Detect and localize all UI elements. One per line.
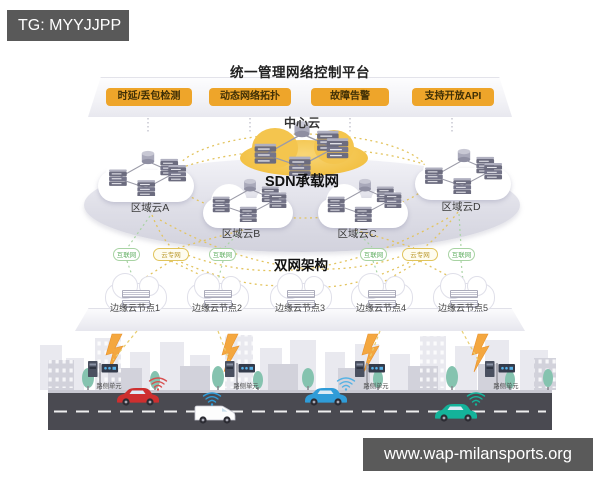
feature-chip-topology: 动态网络拓扑 <box>209 88 291 106</box>
feature-chip-alarm: 故障告警 <box>311 88 389 106</box>
sdn-network-label: SDN承载网 <box>264 174 340 190</box>
regional-cloud-a-label: 区域云A <box>130 202 170 214</box>
roadside-unit-2-label: 路侧单元 <box>233 381 259 390</box>
regional-a-server-cluster-icon <box>102 150 194 196</box>
edge-cloud-2-label: 边缘云节点2 <box>191 303 242 313</box>
feature-chip-openapi: 支持开放API <box>412 88 494 106</box>
edge-cloud-3-label: 边缘云节点3 <box>274 303 325 313</box>
edge-cloud-1-label: 边缘云节点1 <box>109 303 160 313</box>
access-oval-private-2: 云专网 <box>402 248 438 261</box>
telegram-badge: TG: MYYJJPP <box>7 10 129 41</box>
regional-cloud-c-label: 区域云C <box>337 228 377 240</box>
access-oval-internet-2: 互联网 <box>209 248 236 261</box>
regional-cloud-b-label: 区域云B <box>221 228 261 240</box>
access-oval-internet-4: 互联网 <box>448 248 475 261</box>
feature-chip-latency: 时延/丢包检测 <box>106 88 192 106</box>
street-scene: 路侧单元 路侧单元 路侧单元 路侧单元 <box>40 333 556 430</box>
watermark-url: www.wap-milansports.org <box>363 438 593 471</box>
roadside-unit-1-label: 路侧单元 <box>96 381 122 390</box>
dual-network-label: 双网架构 <box>274 258 328 273</box>
edge-cloud-5-label: 边缘云节点5 <box>437 303 488 313</box>
platform-title: 统一管理网络控制平台 <box>230 65 370 80</box>
regional-d-server-cluster-icon <box>418 148 510 194</box>
access-oval-private-1: 云专网 <box>153 248 189 261</box>
edge-cloud-4-label: 边缘云节点4 <box>355 303 406 313</box>
curb <box>48 390 552 393</box>
access-oval-internet-1: 互联网 <box>113 248 140 261</box>
trees <box>82 366 553 391</box>
center-cloud-label: 中心云 <box>283 116 320 130</box>
access-oval-internet-3: 互联网 <box>360 248 387 261</box>
roadside-unit-3-label: 路侧单元 <box>363 381 389 390</box>
roadside-unit-4-label: 路侧单元 <box>493 381 519 390</box>
regional-cloud-d-label: 区域云D <box>441 201 481 213</box>
